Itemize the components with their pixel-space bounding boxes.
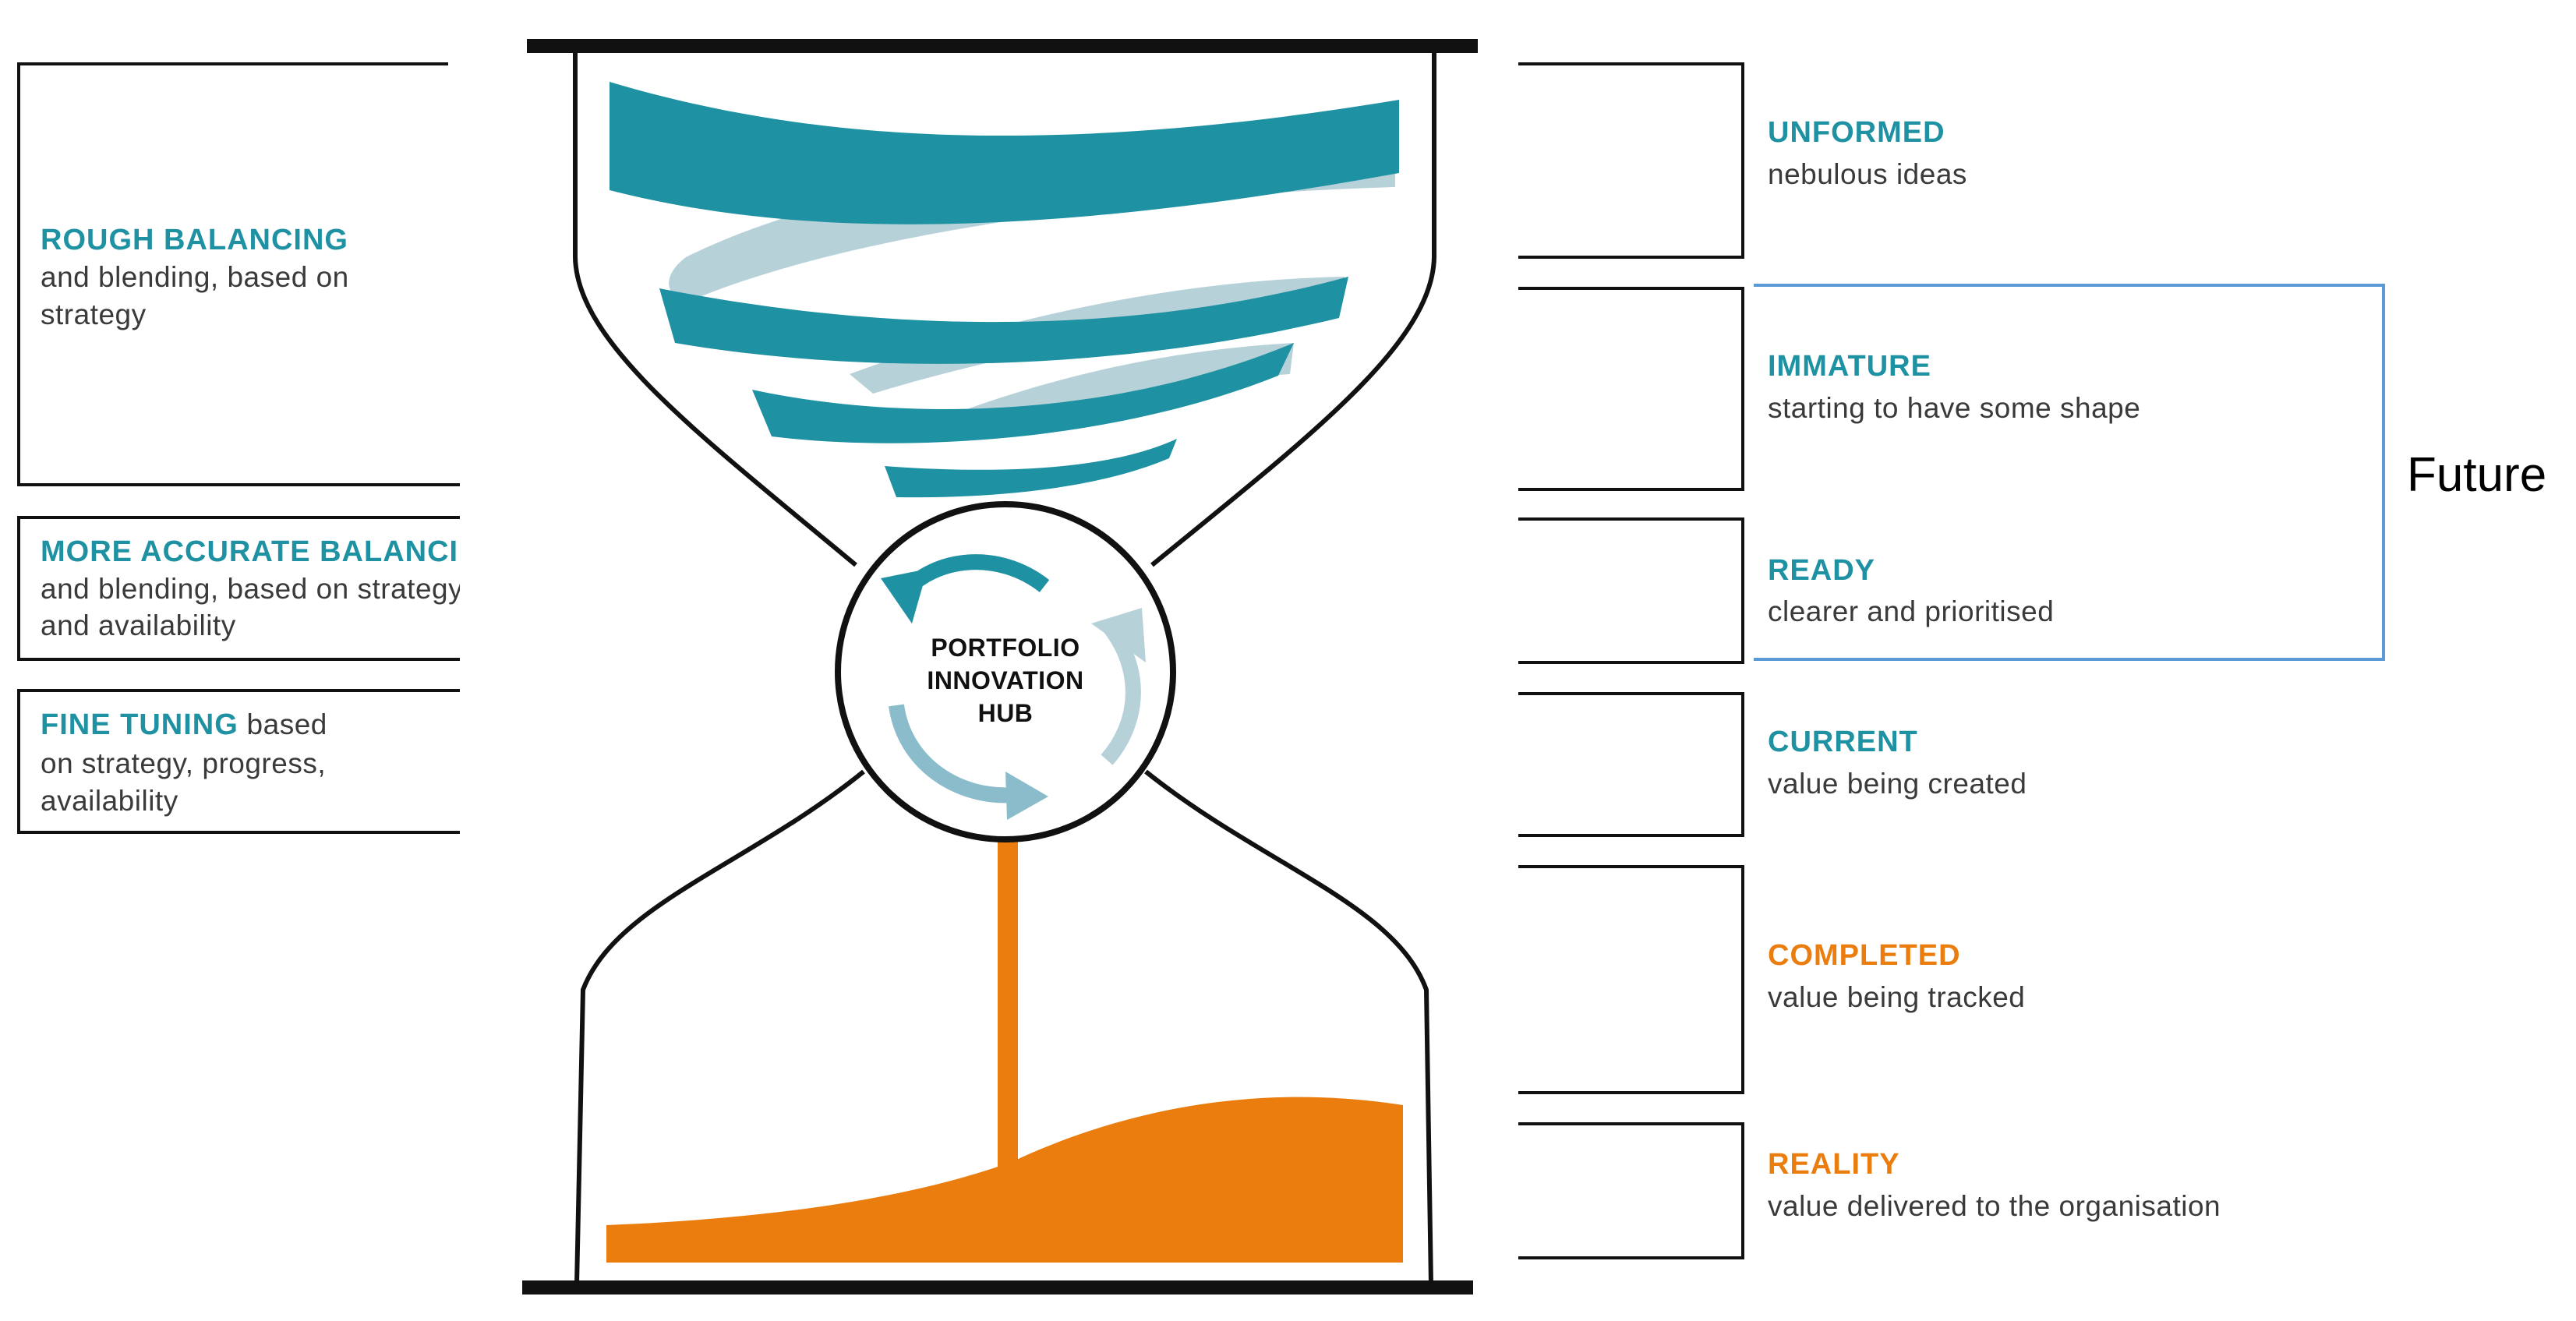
swirl-front-ribbons bbox=[610, 82, 1399, 498]
right-stage-reality: REALITY value delivered to the organisat… bbox=[1518, 1122, 2221, 1259]
left-stage-desc-line: and availability bbox=[41, 609, 236, 641]
right-stage-heading: READY bbox=[1768, 554, 1875, 587]
portfolio-innovation-hub: PORTFOLIO INNOVATION HUB bbox=[835, 501, 1176, 842]
right-stage-unformed: UNFORMED nebulous ideas bbox=[1518, 62, 1967, 259]
left-stage-frame bbox=[17, 689, 460, 834]
right-stage-desc: clearer and prioritised bbox=[1768, 595, 2054, 627]
right-stage-desc: starting to have some shape bbox=[1768, 392, 2140, 424]
right-stage-frame bbox=[1518, 62, 1744, 259]
right-stage-completed: COMPLETED value being tracked bbox=[1518, 865, 2025, 1094]
hub-label-line: PORTFOLIO bbox=[931, 634, 1080, 662]
right-stage-desc: value being created bbox=[1768, 768, 2027, 800]
hub-label-line: HUB bbox=[978, 699, 1034, 727]
right-stages: UNFORMED nebulous ideas IMMATURE startin… bbox=[1518, 62, 2221, 1259]
left-stage-desc-line: strategy bbox=[41, 298, 147, 330]
right-stage-frame bbox=[1518, 1122, 1744, 1259]
hourglass-outline bbox=[573, 51, 1436, 1285]
left-stage-heading: MORE ACCURATE BALANCING bbox=[41, 535, 504, 568]
sand-stream bbox=[998, 842, 1018, 1169]
left-stage-heading: ROUGH BALANCING bbox=[41, 224, 348, 256]
cycle-arrows-icon bbox=[881, 554, 1146, 820]
right-stage-desc: value delivered to the organisation bbox=[1768, 1190, 2221, 1222]
right-stage-immature: IMMATURE starting to have some shape bbox=[1518, 287, 2140, 491]
left-stage-more-accurate-balancing: MORE ACCURATE BALANCING and blending, ba… bbox=[17, 516, 504, 661]
left-stage-desc-line: availability bbox=[41, 785, 178, 817]
sand-pile bbox=[606, 1097, 1403, 1263]
right-stage-heading: COMPLETED bbox=[1768, 939, 1961, 972]
right-stage-heading: CURRENT bbox=[1768, 726, 1918, 758]
left-stage-heading: FINE TUNING based bbox=[41, 708, 327, 741]
future-bracket-line bbox=[1754, 284, 2385, 661]
right-stage-ready: READY clearer and prioritised bbox=[1518, 517, 2054, 664]
right-stage-desc: value being tracked bbox=[1768, 981, 2025, 1013]
right-stage-current: CURRENT value being created bbox=[1518, 692, 2027, 837]
right-stage-heading: IMMATURE bbox=[1768, 350, 1931, 383]
left-stage-desc-line: on strategy, progress, bbox=[41, 747, 326, 779]
right-stage-heading: REALITY bbox=[1768, 1148, 1900, 1181]
left-stage-rough-balancing: ROUGH BALANCING and blending, based on s… bbox=[17, 62, 460, 486]
left-stage-desc-line: and blending, based on bbox=[41, 261, 349, 293]
right-stage-frame bbox=[1518, 517, 1744, 664]
hub-label-line: INNOVATION bbox=[927, 666, 1083, 694]
hourglass: PORTFOLIO INNOVATION HUB bbox=[522, 39, 1478, 1295]
future-label: Future bbox=[2407, 448, 2546, 502]
right-stage-frame bbox=[1518, 692, 1744, 837]
left-stage-desc-line: and blending, based on strategy bbox=[41, 573, 463, 605]
future-bracket: Future bbox=[1754, 284, 2546, 661]
hourglass-top-plate bbox=[527, 39, 1478, 53]
left-stages: ROUGH BALANCING and blending, based on s… bbox=[17, 62, 504, 834]
right-stage-heading: UNFORMED bbox=[1768, 116, 1945, 149]
left-stage-fine-tuning: FINE TUNING based on strategy, progress,… bbox=[17, 689, 460, 834]
left-stage-frame bbox=[17, 62, 460, 486]
left-stage-frame bbox=[17, 516, 460, 661]
right-stage-frame bbox=[1518, 865, 1744, 1094]
right-stage-desc: nebulous ideas bbox=[1768, 158, 1967, 190]
hourglass-bottom-plate bbox=[522, 1280, 1473, 1295]
right-stage-frame bbox=[1518, 287, 1744, 491]
